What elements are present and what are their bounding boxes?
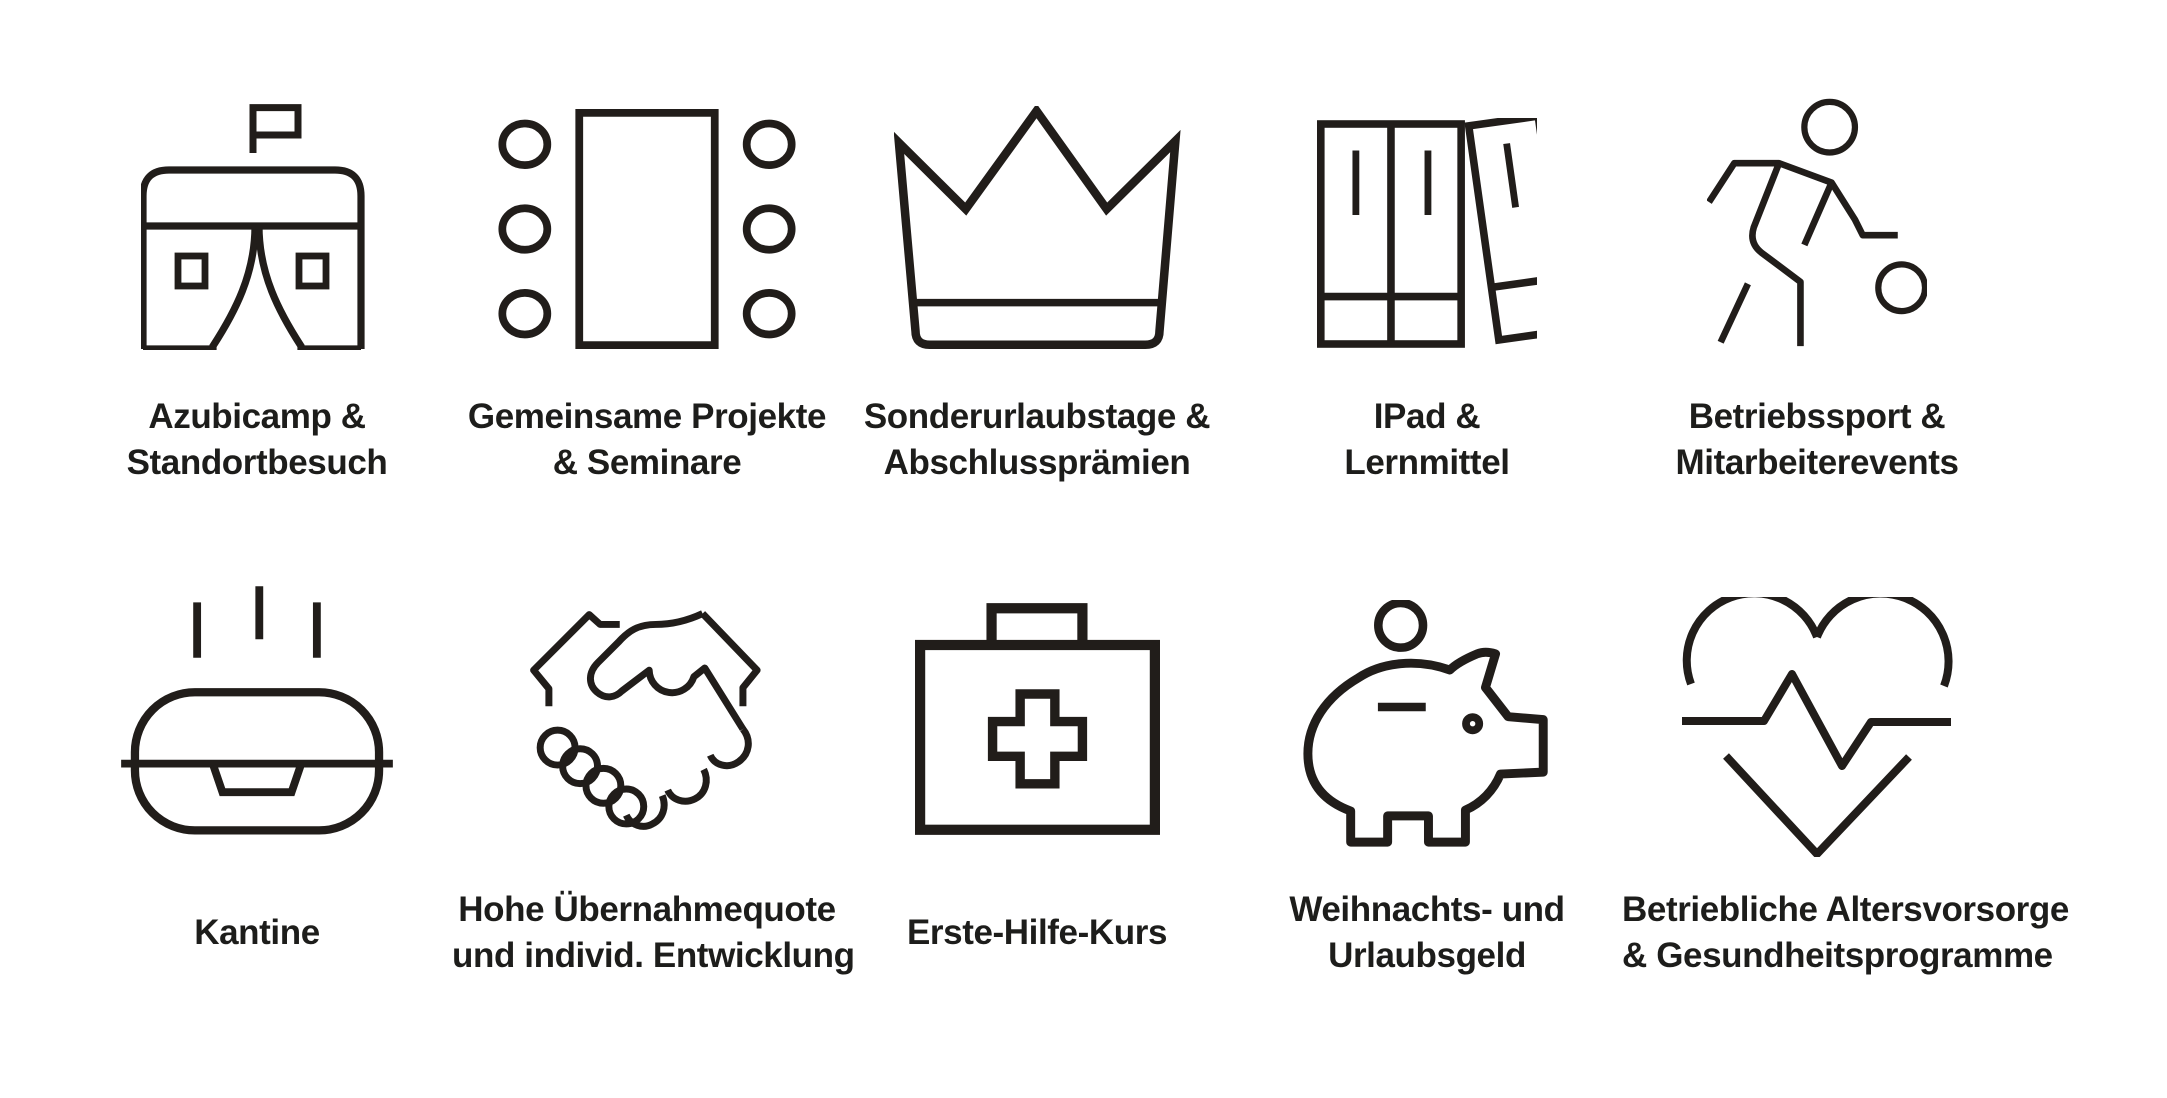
benefit-item-sonderurlaub: Sonderurlaubstage & Abschlussprämien <box>842 0 1232 524</box>
benefits-grid: Azubicamp & Standortbesuch Gemeinsame Pr… <box>62 0 2069 979</box>
benefit-item-projekte: Gemeinsame Projekte & Seminare <box>452 0 842 524</box>
benefit-item-ipad: IPad & Lernmittel <box>1232 0 1622 524</box>
crown-icon <box>893 106 1181 350</box>
benefit-label: Betriebliche Altersvorsorge & Gesundheit… <box>1622 890 2069 975</box>
benefit-item-weihnachtsgeld: Weihnachts- und Urlaubsgeld <box>1232 524 1622 979</box>
benefit-item-altersvorsorge: Betriebliche Altersvorsorge & Gesundheit… <box>1622 524 2069 979</box>
benefit-item-betriebssport: Betriebssport & Mitarbeiterevents <box>1622 0 2012 524</box>
tent-flag-icon <box>141 104 365 350</box>
benefit-label: Azubicamp & Standortbesuch <box>126 397 388 482</box>
benefit-label: Betriebssport & Mitarbeiterevents <box>1675 397 1959 482</box>
benefit-item-erstehilfe: Erste-Hilfe-Kurs <box>842 524 1232 979</box>
benefit-label: Kantine <box>194 913 320 952</box>
benefit-label: Hohe Übernahmequote und individ. Entwick… <box>452 890 855 975</box>
handshake-icon <box>530 610 761 830</box>
binders-icon <box>1317 118 1537 348</box>
benefit-item-uebernahme: Hohe Übernahmequote und individ. Entwick… <box>452 524 855 979</box>
lunchbox-icon <box>121 586 393 835</box>
benefit-label: Weihnachts- und Urlaubsgeld <box>1289 890 1565 975</box>
heart-pulse-icon <box>1682 597 1953 857</box>
benefit-label: Sonderurlaubstage & Abschlussprämien <box>863 397 1211 482</box>
meeting-table-icon <box>498 109 796 349</box>
benefit-item-azubicamp: Azubicamp & Standortbesuch <box>62 0 452 524</box>
first-aid-kit-icon <box>914 603 1160 835</box>
benefit-item-kantine: Kantine <box>62 524 452 979</box>
benefit-label: Erste-Hilfe-Kurs <box>906 913 1168 952</box>
piggy-bank-icon <box>1302 600 1548 847</box>
benefit-label: Gemeinsame Projekte & Seminare <box>467 397 827 482</box>
benefit-label: IPad & Lernmittel <box>1344 397 1510 482</box>
sports-player-icon <box>1707 98 1927 347</box>
